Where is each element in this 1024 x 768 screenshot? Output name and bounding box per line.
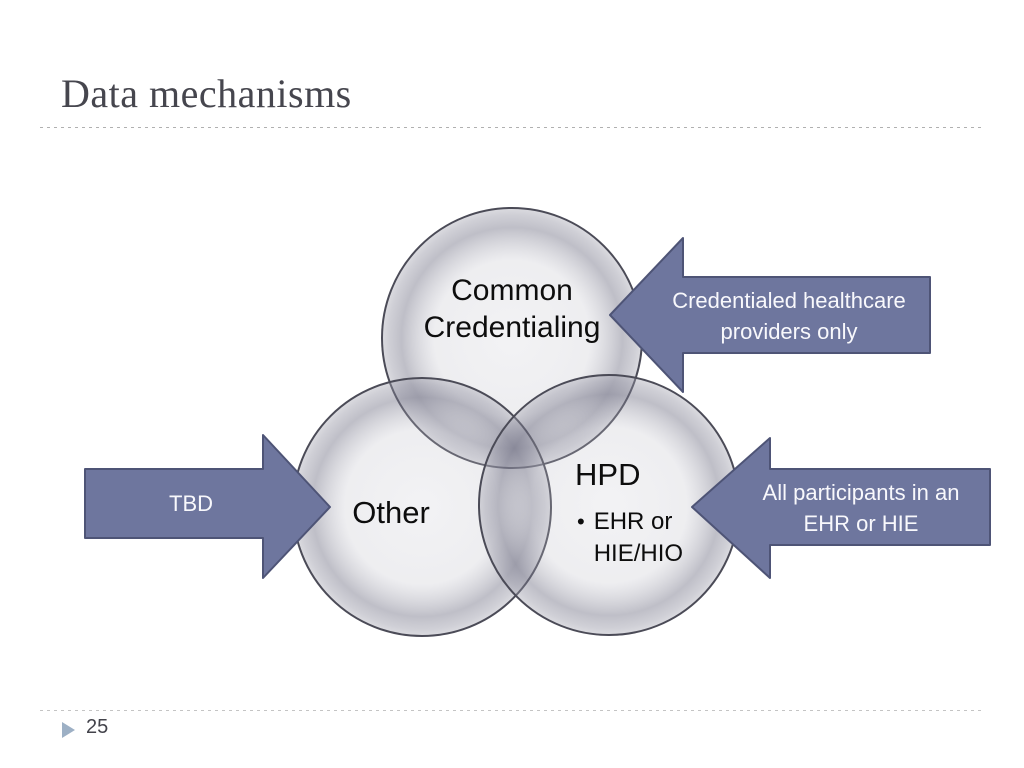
title-divider-dashed-line [40,127,985,129]
tbd-arrow-label: TBD [169,491,213,516]
participants-arrow-shape [691,437,991,579]
hpd-bullet-item: • EHR or HIE/HIO [577,506,698,570]
tbd-arrow-shape [84,434,331,579]
common-credentialing-label: Common Credentialing [423,274,601,344]
footer-divider-dashed-line [40,710,985,712]
credentialed-arrow-label: Credentialed healthcare providers only [672,288,906,344]
slide-title: Data mechanisms [61,71,352,116]
page-number: 25 [86,716,109,738]
hpd-label: HPD [575,457,641,492]
footer-triangle-icon [62,722,75,738]
participants-arrow-label: All participants in an EHR or HIE [762,480,960,536]
bullet-dot-icon: • [577,509,585,534]
other-label: Other [352,495,430,530]
credentialed-arrow-shape [609,237,931,393]
hpd-bullet-text: EHR or HIE/HIO [593,508,684,567]
